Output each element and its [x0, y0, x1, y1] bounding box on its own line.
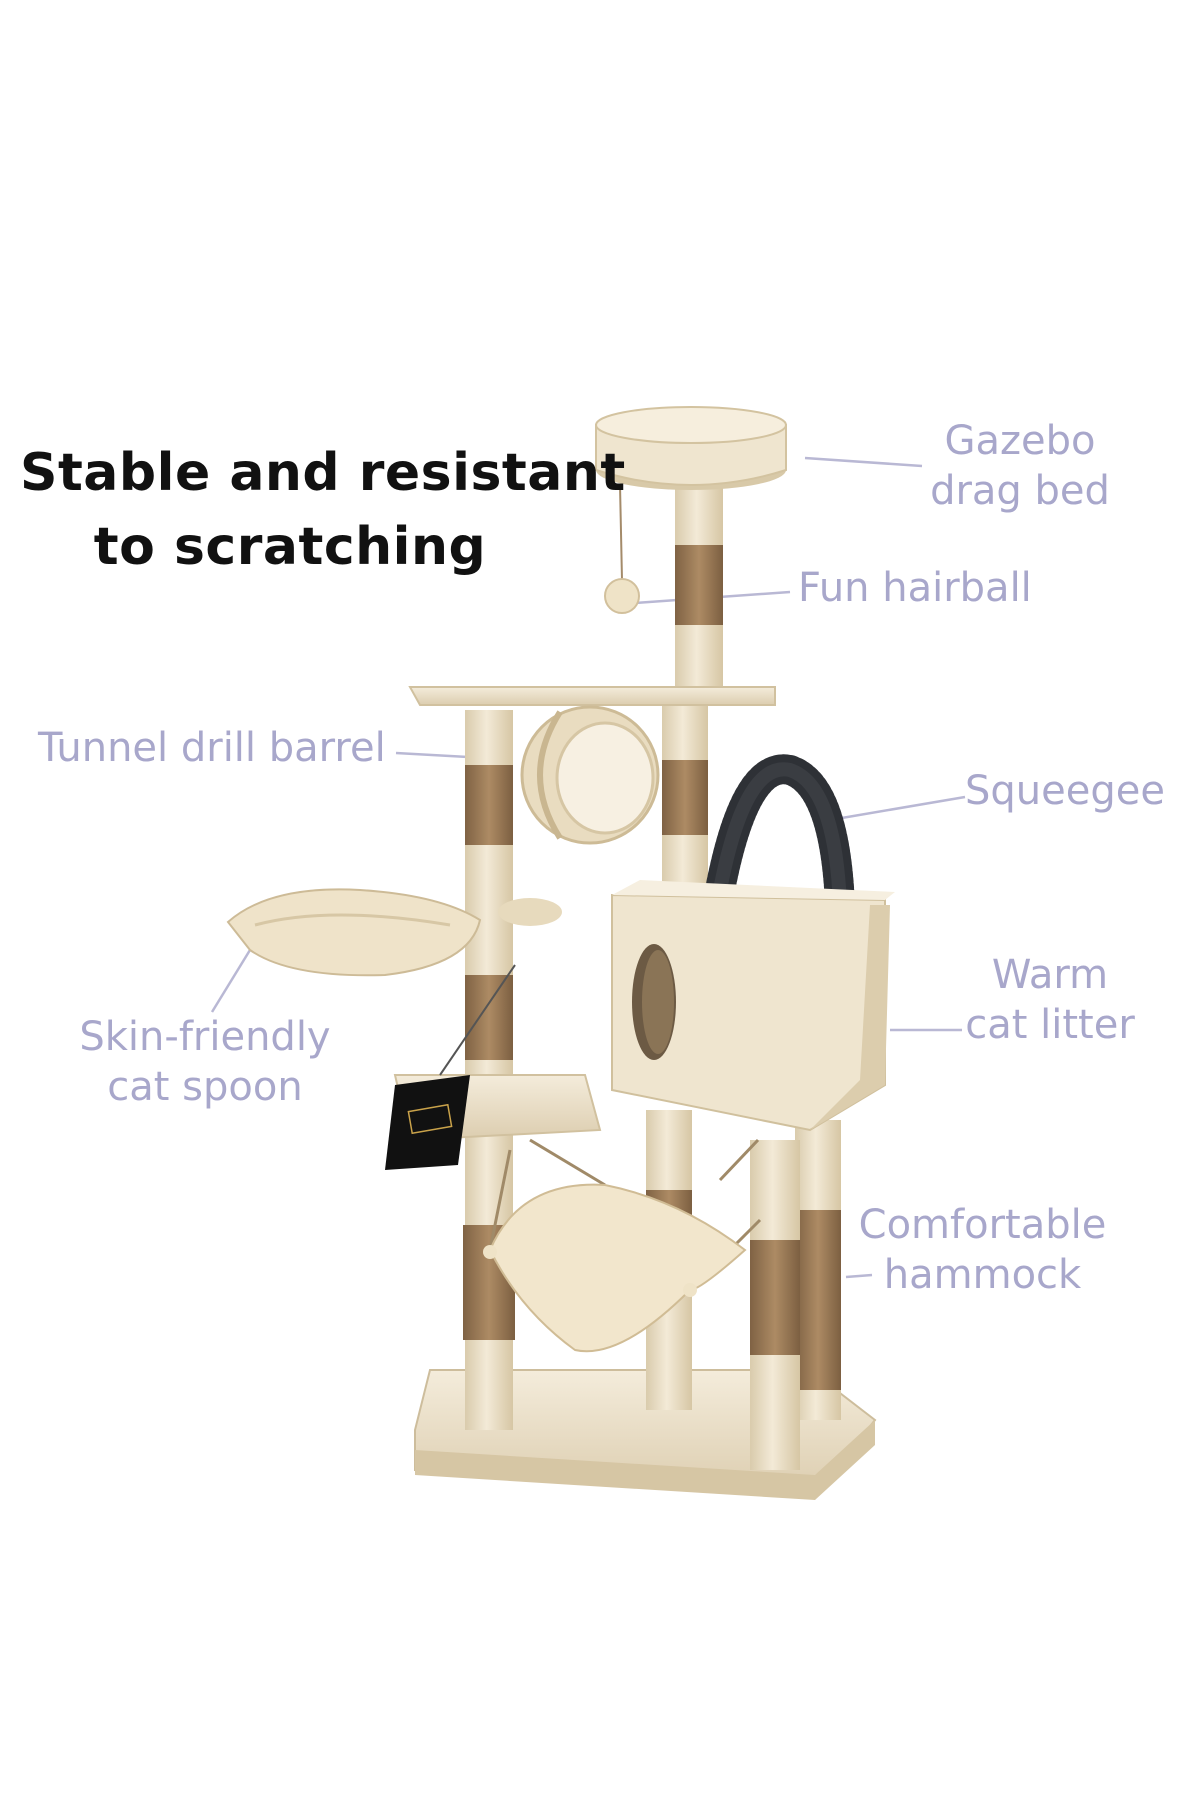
leader-lines	[210, 456, 966, 1279]
hang-tag	[385, 964, 516, 1170]
label-tunnel-drill-barrel: Tunnel drill barrel	[38, 725, 386, 771]
front-right-post	[750, 1140, 800, 1470]
headline-line-1: Stable and resistant	[20, 443, 626, 503]
headline-line-2: to scratching	[93, 517, 487, 577]
tunnel-barrel	[520, 705, 660, 845]
label-spoon-line-1: Skin-friendly	[79, 1014, 331, 1060]
label-litter-line-2: cat litter	[965, 1002, 1135, 1048]
hammock	[483, 1138, 762, 1353]
label-gazebo-drag-bed: Gazebo drag bed	[920, 416, 1120, 516]
label-warm-cat-litter: Warm cat litter	[950, 950, 1150, 1050]
gazebo-bed	[595, 406, 787, 490]
label-fun-hairball: Fun hairball	[798, 565, 1032, 611]
label-comfortable-hammock: Comfortable hammock	[855, 1200, 1110, 1300]
label-gazebo-line-1: Gazebo	[944, 418, 1096, 464]
cat-condo	[611, 880, 895, 1132]
label-gazebo-line-2: drag bed	[930, 468, 1110, 514]
spoon-bed	[226, 888, 562, 977]
label-squeegee: Squeegee	[965, 768, 1165, 814]
left-post	[463, 710, 515, 1430]
hairball-toy	[604, 484, 640, 614]
label-hammock-line-2: hammock	[883, 1252, 1082, 1298]
label-spoon-line-2: cat spoon	[107, 1064, 303, 1110]
label-skin-friendly-cat-spoon: Skin-friendly cat spoon	[40, 1012, 370, 1112]
top-post	[675, 480, 723, 695]
headline: Stable and resistant to scratching	[20, 436, 626, 584]
label-hammock-line-1: Comfortable	[858, 1202, 1107, 1248]
squeegee-brush	[705, 754, 855, 920]
middle-post	[662, 700, 708, 900]
label-litter-line-1: Warm	[991, 952, 1109, 998]
middle-platform	[408, 686, 776, 706]
